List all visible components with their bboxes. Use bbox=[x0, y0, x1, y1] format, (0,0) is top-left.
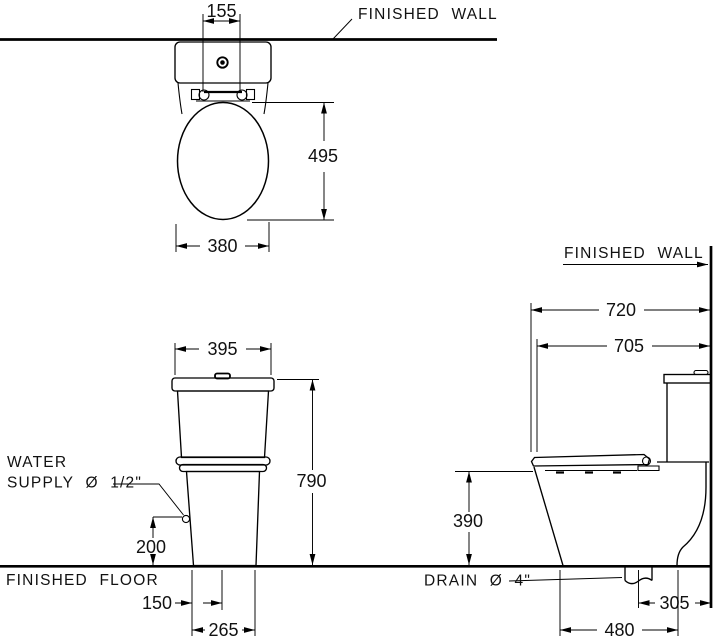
dim-155-value: 155 bbox=[206, 1, 236, 21]
dim-200: 200 bbox=[136, 516, 182, 565]
hinge-block-right bbox=[245, 88, 256, 101]
dim-480-value: 480 bbox=[604, 620, 634, 639]
hinge-right bbox=[236, 89, 248, 101]
water-supply-point bbox=[181, 514, 191, 524]
dim-495: 495 bbox=[247, 102, 338, 221]
side-view: FINISHED WALL 720 705 bbox=[424, 245, 713, 639]
dim-705-value: 705 bbox=[614, 336, 644, 356]
hinge-bracket-side bbox=[637, 465, 660, 472]
dim-155: 155 bbox=[202, 1, 241, 92]
dim-720-value: 720 bbox=[606, 300, 636, 320]
tank-lid-side bbox=[663, 373, 712, 384]
finished-wall-side-label: FINISHED WALL bbox=[564, 245, 704, 262]
water-supply-label-1: WATER bbox=[7, 454, 67, 471]
bowl-front-slant-side bbox=[533, 466, 564, 566]
tank-top-outline bbox=[174, 41, 272, 84]
dim-150-value: 150 bbox=[142, 593, 172, 613]
plan-view: FINISHED WALL 155 495 bbox=[0, 1, 498, 256]
dim-790: 790 bbox=[277, 379, 327, 565]
bowl-rear-curve-side bbox=[676, 462, 707, 566]
hinge-left bbox=[198, 89, 210, 101]
water-supply-label-2: SUPPLY Ø 1/2" bbox=[7, 475, 142, 492]
dim-395-value: 395 bbox=[207, 339, 237, 359]
finished-wall-top-label: FINISHED WALL bbox=[358, 6, 498, 23]
finished-floor-label: FINISHED FLOOR bbox=[6, 572, 159, 589]
seat-hinge-side bbox=[641, 456, 652, 466]
pedestal-front bbox=[185, 470, 261, 567]
flush-button-center bbox=[220, 60, 225, 65]
drain-leader bbox=[508, 577, 623, 582]
dim-395: 395 bbox=[174, 339, 272, 375]
dim-705: 705 bbox=[536, 336, 710, 452]
seat-front-upper bbox=[175, 456, 271, 466]
dim-495-value: 495 bbox=[308, 146, 338, 166]
dim-305: 305 bbox=[638, 570, 711, 613]
dim-790-value: 790 bbox=[296, 471, 326, 491]
dim-480: 480 bbox=[559, 570, 679, 639]
seat-lid-ellipse bbox=[176, 101, 270, 221]
flush-button-icon bbox=[216, 56, 229, 69]
front-view: 395 WATER SUPPLY Ø 1/2" 790 200 bbox=[7, 339, 327, 639]
seat-side bbox=[530, 453, 651, 467]
dim-305-value: 305 bbox=[659, 593, 689, 613]
dim-390: 390 bbox=[453, 471, 533, 565]
bowl-side-left bbox=[177, 82, 183, 115]
dim-265-value: 265 bbox=[208, 620, 238, 639]
bowl-side-right bbox=[263, 82, 269, 115]
tank-lid-front bbox=[171, 377, 275, 392]
drain-label: DRAIN Ø 4" bbox=[424, 573, 531, 590]
dim-720: 720 bbox=[530, 300, 710, 452]
dim-265: 265 bbox=[192, 570, 256, 639]
floor: FINISHED FLOOR bbox=[0, 564, 711, 589]
dim-390-value: 390 bbox=[453, 511, 483, 531]
finished-wall-top-leader bbox=[332, 18, 353, 40]
tank-body-front bbox=[176, 390, 270, 459]
water-supply-leader bbox=[113, 483, 184, 516]
dim-380-value: 380 bbox=[207, 236, 237, 256]
hinge-block-left bbox=[190, 88, 201, 101]
dim-150: 150 bbox=[142, 570, 223, 636]
dim-200-value: 200 bbox=[136, 537, 166, 557]
dim-380: 380 bbox=[175, 222, 270, 256]
